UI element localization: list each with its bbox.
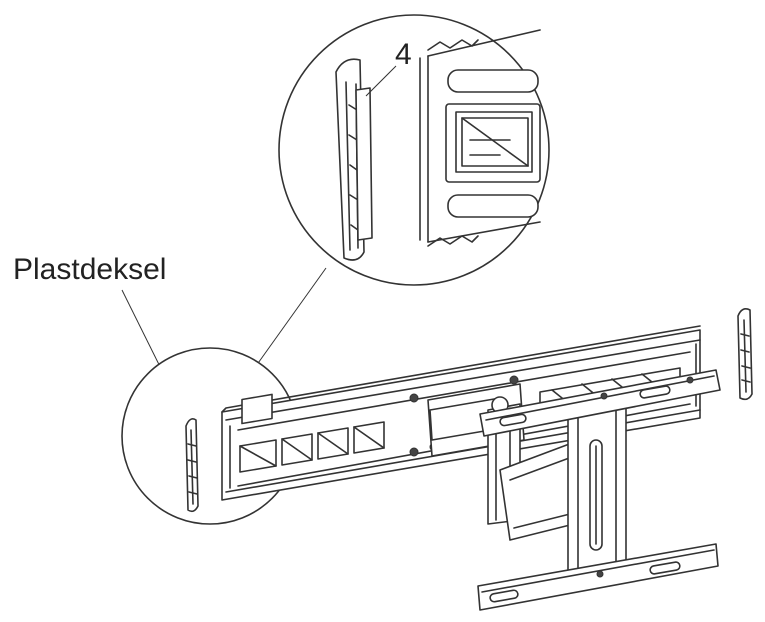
plastic-cover-small: [185, 418, 199, 513]
part-number-leader: [365, 65, 397, 97]
tv-bracket-bottom: [477, 543, 719, 611]
tv-bracket-top: [479, 369, 721, 437]
detail-magnifier: [278, 14, 550, 286]
plastic-cover-right: [737, 308, 753, 401]
plastic-cover-label: Plastdeksel: [13, 253, 167, 286]
tv-bracket-vertical: [567, 399, 627, 579]
part-number-label: 4: [395, 38, 412, 71]
plastic-cover-enlarged: [335, 58, 373, 261]
wall-plate-enlarged: [419, 29, 541, 247]
